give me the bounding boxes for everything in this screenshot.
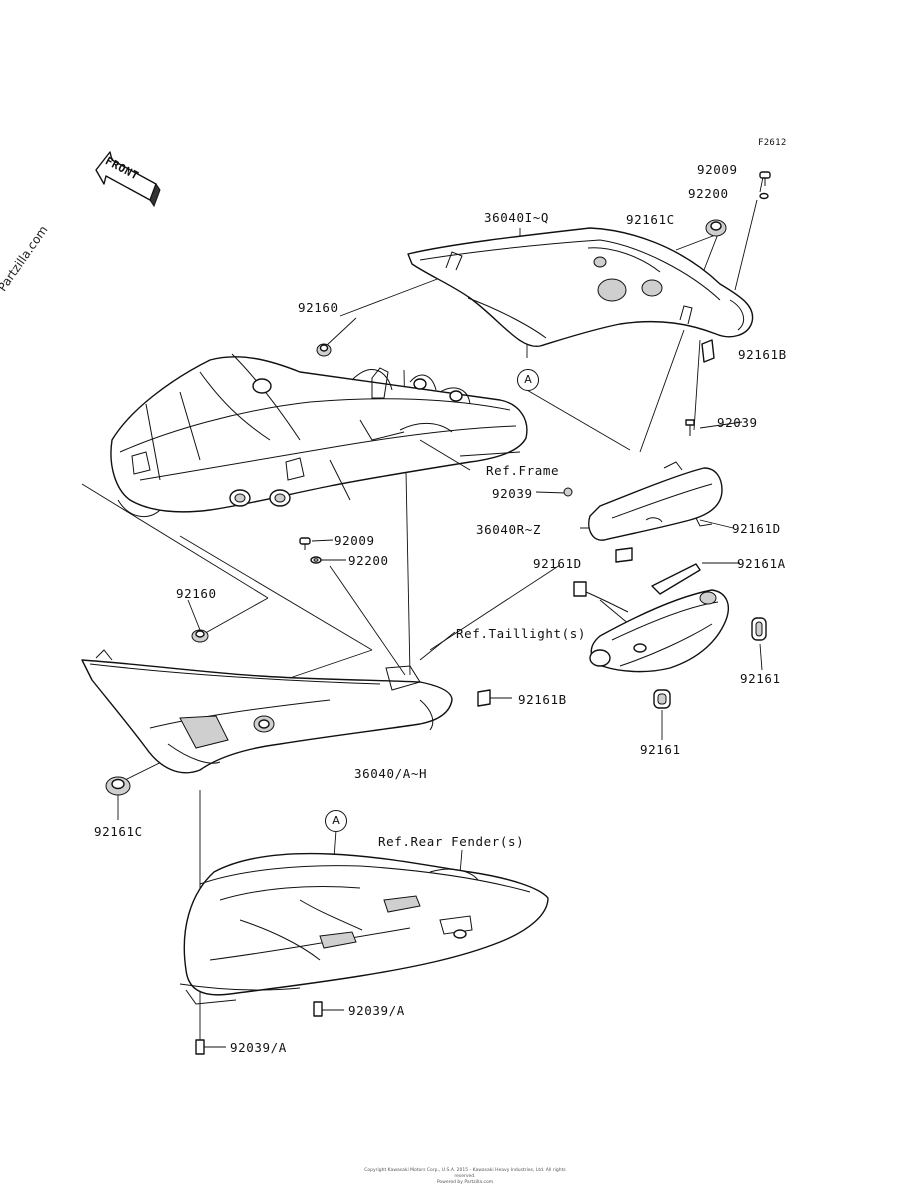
grommet-92161-bottom-icon — [653, 689, 671, 709]
seat-cover-lower-36040a-h — [81, 649, 453, 774]
grommet-92160-left-icon — [191, 629, 209, 643]
screw-92039-right-icon — [685, 419, 695, 436]
label-ref-rear-fender: Ref.Rear Fender(s) — [378, 834, 525, 849]
wire-connector-icon — [573, 581, 629, 613]
label-92161c-top: 92161C — [626, 212, 675, 227]
figure-code: F2612 — [758, 138, 787, 148]
bracket-92161a-icon — [651, 563, 701, 595]
label-92160-left: 92160 — [176, 586, 217, 601]
washer-92200-mid-icon — [310, 556, 322, 564]
washer-92200-top-icon — [759, 192, 769, 200]
screw-92039-mid-icon — [563, 487, 573, 497]
label-ref-frame: Ref.Frame — [486, 463, 560, 478]
copyright-line-1: Copyright Kawasaki Motors Corp., U.S.A. … — [364, 1168, 566, 1179]
label-92161a: 92161A — [737, 556, 786, 571]
label-92009-mid: 92009 — [334, 533, 375, 548]
label-92161d-right: 92161D — [732, 521, 781, 536]
grommet-92160-upper-icon — [316, 343, 332, 357]
copyright-line-2: Powered by Partzilla.com — [436, 1180, 494, 1185]
label-92161-bottom: 92161 — [640, 742, 681, 757]
callout-a-bottom: A — [325, 810, 347, 832]
front-direction-arrow-icon — [95, 151, 161, 208]
pad-92161b-top-icon — [701, 339, 715, 363]
taillight-assembly — [589, 589, 730, 673]
label-92009-top: 92009 — [697, 162, 738, 177]
label-92161d-mid: 92161D — [533, 556, 582, 571]
label-92161c-left: 92161C — [94, 824, 143, 839]
pad-92161b-mid-icon — [477, 689, 491, 707]
label-36040i-q: 36040I~Q — [484, 210, 550, 225]
label-92039a-bottom: 92039/A — [230, 1040, 287, 1055]
label-36040a-h: 36040/A~H — [354, 766, 428, 781]
seat-cover-upper-36040i-q — [407, 227, 754, 347]
screw-92009-mid-icon — [299, 537, 311, 550]
label-92161b-right: 92161B — [738, 347, 787, 362]
label-92039a-mid: 92039/A — [348, 1003, 405, 1018]
callout-a-top: A — [517, 369, 539, 391]
rear-fender-assembly — [179, 852, 549, 1005]
pad-92161d-right-icon — [695, 517, 713, 527]
label-92161-right: 92161 — [740, 671, 781, 686]
grommet-92161c-left-icon — [105, 776, 131, 796]
side-cover-right-36040r-z — [588, 461, 723, 563]
label-92160-top: 92160 — [298, 300, 339, 315]
grommet-92161c-top-icon — [705, 219, 727, 237]
label-92161b-mid: 92161B — [518, 692, 567, 707]
screw-92039a-bottom-icon — [195, 1039, 205, 1055]
copyright-notice: Copyright Kawasaki Motors Corp., U.S.A. … — [360, 1168, 570, 1186]
label-ref-taillight: Ref.Taillight(s) — [456, 626, 587, 641]
screw-92039a-mid-icon — [313, 1001, 323, 1017]
rear-frame-assembly — [110, 353, 528, 518]
label-92039-right: 92039 — [717, 415, 758, 430]
label-92039-mid: 92039 — [492, 486, 533, 501]
screw-92009-top-icon — [759, 171, 771, 186]
label-92200-mid: 92200 — [348, 553, 389, 568]
label-92200-top: 92200 — [688, 186, 729, 201]
grommet-92161-right-icon — [751, 617, 767, 641]
label-36040r-z: 36040R~Z — [476, 522, 542, 537]
